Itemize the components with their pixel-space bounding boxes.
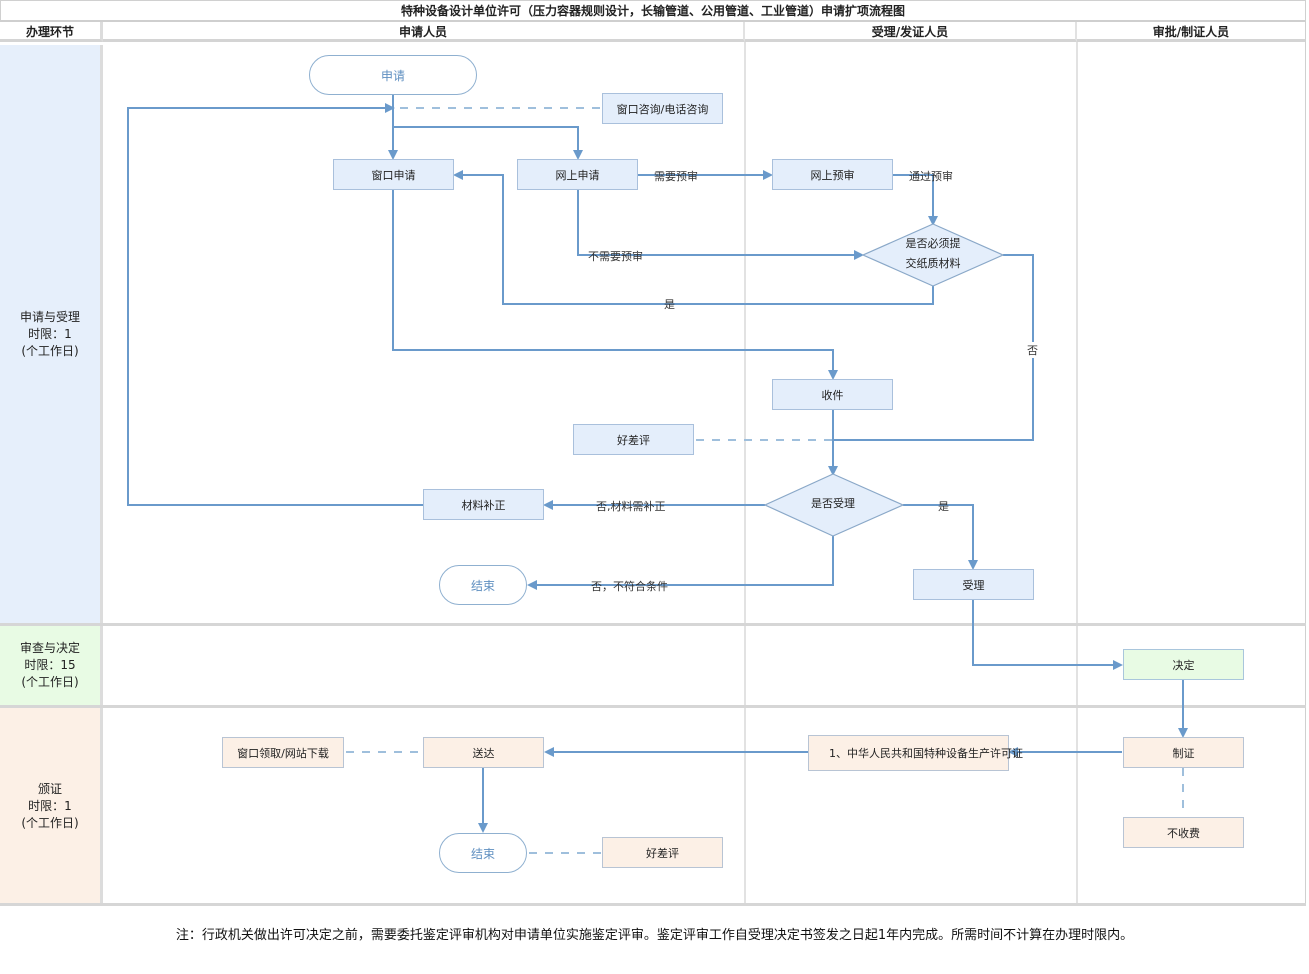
lane-divider: [1076, 42, 1078, 904]
stage-name: 颁证: [37, 781, 62, 796]
stage-divider: [0, 903, 1306, 906]
edge-to-accept: [903, 504, 978, 570]
edge-label-ineligible: 否，不符合条件: [591, 580, 668, 593]
make-cert-node[interactable]: 制证: [1123, 737, 1244, 768]
decision-line: 交纸质材料: [905, 257, 961, 270]
edge-label-need-precheck: 需要预审: [654, 170, 698, 183]
right-border: [1305, 22, 1306, 905]
stage-limit: 时限：1: [28, 798, 72, 813]
feedback-node-2[interactable]: 好差评: [602, 837, 723, 868]
edge-label-no-precheck: 不需要预审: [588, 250, 643, 263]
edge-pass-precheck: [893, 174, 938, 226]
edge-accept-decide: [972, 600, 1123, 670]
stage-unit: (个工作日): [21, 675, 79, 689]
receive-node[interactable]: 收件: [772, 379, 893, 410]
decide-node[interactable]: 决定: [1123, 649, 1244, 680]
consult-node[interactable]: 窗口咨询/电话咨询: [602, 93, 723, 124]
stage-divider: [0, 705, 1306, 708]
stage-apply-accept: 申请与受理 时限：1 (个工作日): [0, 45, 103, 623]
edge-no-precheck: [577, 190, 864, 260]
accept-node[interactable]: 受理: [913, 569, 1034, 600]
stage-limit: 时限：1: [28, 326, 72, 341]
header-applicant: 申请人员: [103, 22, 745, 42]
stage-limit: 时限：15: [24, 658, 76, 672]
online-apply-node[interactable]: 网上申请: [517, 159, 638, 190]
header-stage: 办理环节: [0, 22, 103, 42]
footnote: 注：行政机关做出许可决定之前，需要委托鉴定评审机构对申请单位实施鉴定评审。鉴定评…: [175, 928, 1134, 943]
pickup-node[interactable]: 窗口领取/网站下载: [222, 737, 344, 768]
certificate-node[interactable]: 1、中华人民共和国特种设备生产许可证: [808, 735, 1023, 771]
lane-divider: [744, 42, 746, 904]
stage-divider: [0, 623, 1306, 626]
stage-name: 申请与受理: [19, 309, 80, 324]
edge-yes-window: [453, 170, 934, 305]
feedback-node-1[interactable]: 好差评: [573, 424, 694, 455]
diagram-title: 特种设备设计单位许可（压力容器规则设计，长输管道、公用管道、工业管道）申请扩项流…: [0, 0, 1306, 22]
edge-label-no-paper: 否: [1027, 342, 1038, 358]
stage-review-decide: 审查与决定 时限：15 (个工作日): [0, 626, 103, 705]
stage-unit: (个工作日): [21, 815, 79, 830]
header-acceptor: 受理/发证人员: [745, 22, 1077, 42]
deliver-node[interactable]: 送达: [423, 737, 544, 768]
decision-paper-diamond: [861, 223, 1005, 287]
edge-label-pass-precheck: 通过预审: [909, 170, 953, 183]
stage-issue: 颁证 时限：1 (个工作日): [0, 708, 103, 904]
stage-unit: (个工作日): [21, 343, 79, 358]
edge-window-receive: [392, 190, 838, 380]
decision-line: 是否必须提: [905, 237, 961, 250]
start-node[interactable]: 申请: [309, 55, 477, 95]
end-node-2[interactable]: 结束: [439, 833, 527, 873]
edge-label-supplement: 否,材料需补正: [596, 500, 666, 513]
decision-accept-text[interactable]: 是否受理: [811, 497, 855, 510]
no-fee-node[interactable]: 不收费: [1123, 817, 1244, 848]
decision-accept-diamond: [763, 473, 905, 537]
edge-label-yes-accept: 是: [938, 500, 949, 513]
window-apply-node[interactable]: 窗口申请: [333, 159, 454, 190]
header-approver: 审批/制证人员: [1077, 22, 1306, 42]
decision-paper-text[interactable]: 是否必须提 交纸质材料: [873, 234, 993, 274]
supplement-node[interactable]: 材料补正: [423, 489, 544, 520]
edge-supplement-loop: [127, 103, 423, 506]
online-precheck-node[interactable]: 网上预审: [772, 159, 893, 190]
edge-to-end: [527, 535, 834, 590]
stage-name: 审查与决定: [19, 641, 80, 655]
end-node-1[interactable]: 结束: [439, 565, 527, 605]
edge-start-online: [393, 126, 583, 160]
edge-label-yes-paper: 是: [664, 298, 675, 311]
